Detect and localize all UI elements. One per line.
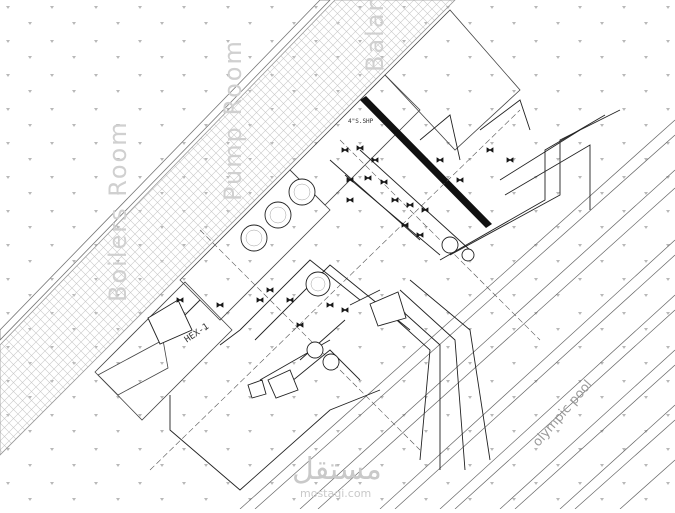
- valve-symbol: [176, 297, 184, 303]
- valve-symbol: [346, 197, 354, 203]
- tank-details: [245, 183, 326, 292]
- pool-edge-lines: [239, 119, 675, 510]
- shp-label: 4"S.SHP: [348, 118, 374, 125]
- valve-symbol: [341, 147, 349, 153]
- equipment: [147, 291, 407, 399]
- watermark-arabic: مستقل: [292, 452, 382, 487]
- valve-symbol: [401, 222, 409, 228]
- valve-symbol: [506, 157, 514, 163]
- valve-symbol: [486, 147, 494, 153]
- valve-symbol: [456, 177, 464, 183]
- valve-symbol: [326, 302, 334, 308]
- valve-symbol: [406, 202, 414, 208]
- valve-symbol: [256, 297, 264, 303]
- valve-symbol: [380, 179, 388, 185]
- hatched-corridor: [0, 0, 456, 456]
- balance-room-label: Balan: [361, 0, 389, 72]
- valve-symbol: [356, 145, 364, 151]
- valve-symbol: [371, 157, 379, 163]
- boilers-room-label: Boilers Room: [104, 120, 132, 302]
- tanks: [240, 178, 475, 371]
- valve-symbol: [416, 232, 424, 238]
- wall-thick: [360, 96, 492, 228]
- valve-symbol: [286, 297, 294, 303]
- valve-symbol: [341, 307, 349, 313]
- valve-symbol: [391, 197, 399, 203]
- valve-symbol: [436, 157, 444, 163]
- valves: [176, 145, 514, 328]
- valve-symbol: [346, 177, 354, 183]
- valve-symbol: [216, 302, 224, 308]
- watermark-latin: mostaqi.com: [300, 487, 372, 500]
- gridlines: [149, 109, 541, 471]
- pump-room-label: Pump Room: [219, 39, 247, 201]
- outer-wall: [0, 0, 331, 341]
- valve-symbol: [364, 175, 372, 181]
- valve-symbol: [421, 207, 429, 213]
- valve-symbol: [266, 287, 274, 293]
- valve-symbol: [296, 322, 304, 328]
